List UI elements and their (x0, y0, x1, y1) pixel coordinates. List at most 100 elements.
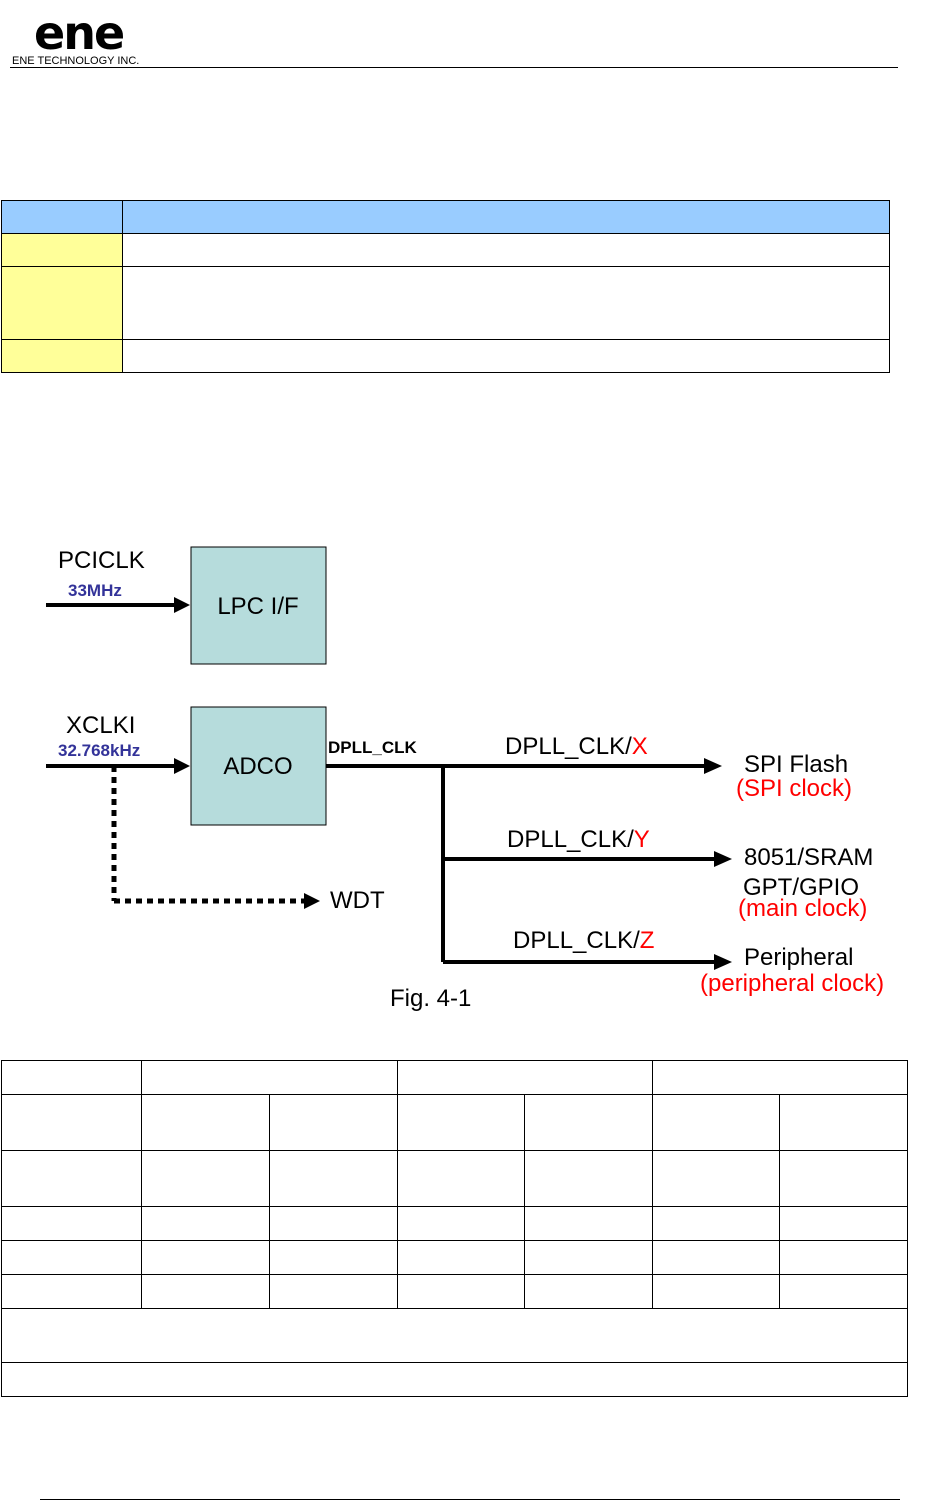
branch-x-label: DPLL_CLK/X (505, 733, 648, 760)
figure-caption: Fig. 4-1 (390, 985, 471, 1012)
table-cell (1, 1150, 142, 1207)
table-cell (397, 1240, 525, 1275)
table-cell (1, 1094, 142, 1151)
table-cell (397, 1206, 525, 1241)
pciclk-arrowhead (174, 597, 190, 613)
table-cell (524, 1240, 653, 1275)
branch-y-arrowhead (714, 851, 732, 867)
table-cell (779, 1094, 908, 1151)
branch-z-divisor: Z (640, 927, 655, 954)
table-cell (122, 266, 890, 340)
table-row (1, 1094, 908, 1151)
main-clock-label: (main clock) (738, 895, 867, 922)
table-cell (524, 1206, 653, 1241)
table-cell (1, 1206, 142, 1241)
table-cell (1, 339, 123, 373)
table-cell (141, 1094, 270, 1151)
table-cell (1, 233, 123, 267)
table-row (1, 1150, 908, 1207)
table-row (1, 1308, 908, 1363)
table-cell (779, 1240, 908, 1275)
branch-y-label: DPLL_CLK/Y (507, 826, 650, 853)
pciclk-frequency: 33MHz (68, 581, 122, 600)
lpc-block (190, 546, 327, 665)
dpll-clk-label: DPLL_CLK (328, 738, 418, 757)
table-cell (269, 1240, 398, 1275)
peripheral-label: Peripheral (744, 944, 853, 971)
table-cell (524, 1150, 653, 1207)
table-cell (397, 1094, 525, 1151)
company-name: ENE TECHNOLOGY INC. (12, 55, 140, 67)
table-row (1, 266, 890, 340)
table-cell (652, 1274, 780, 1309)
table-cell (141, 1206, 270, 1241)
table-cell (1, 1240, 142, 1275)
table-cell (524, 1094, 653, 1151)
branch-y-divisor: Y (634, 826, 650, 853)
table-cell (779, 1150, 908, 1207)
branch-x-prefix: DPLL_CLK/ (505, 733, 632, 760)
table-cell (269, 1206, 398, 1241)
xclki-label: XCLKI (66, 712, 135, 739)
table-cell (141, 1150, 270, 1207)
table-row (1, 1274, 908, 1309)
table-cell (524, 1274, 653, 1309)
clock-table (1, 1060, 908, 1397)
table-header-row (1, 1060, 908, 1095)
table-cell (141, 1060, 398, 1095)
branch-y-prefix: DPLL_CLK/ (507, 826, 634, 853)
adco-block (190, 706, 327, 826)
lpc-label: LPC I/F (217, 593, 298, 620)
branch-x-divisor: X (632, 733, 648, 760)
table-row (1, 1362, 908, 1397)
table-cell (1, 1274, 142, 1309)
xclki-frequency: 32.768kHz (58, 741, 140, 760)
table-cell (269, 1094, 398, 1151)
logo-mark: ene (34, 6, 125, 60)
spi-clock-label: (SPI clock) (736, 775, 852, 802)
table-cell (397, 1060, 653, 1095)
table-cell (1, 1308, 908, 1363)
table-cell (1, 200, 123, 234)
table-row (1, 339, 890, 373)
register-table (1, 200, 890, 373)
table-cell (1, 1362, 908, 1397)
table-cell (122, 339, 890, 373)
table-cell (779, 1206, 908, 1241)
table-header-row (1, 200, 890, 234)
table-cell (1, 1060, 142, 1095)
table-cell (122, 233, 890, 267)
adco-label: ADCO (223, 753, 292, 780)
branch-z-arrowhead (714, 954, 732, 970)
footer-divider (40, 1499, 900, 1500)
table-cell (397, 1274, 525, 1309)
header-divider (10, 67, 898, 68)
pciclk-label: PCICLK (58, 547, 145, 574)
xclki-arrowhead (174, 758, 190, 774)
table-cell (122, 200, 890, 234)
sram-label: 8051/SRAM (744, 844, 873, 871)
gpt-gpio-label: GPT/GPIO (743, 874, 859, 901)
table-cell (779, 1274, 908, 1309)
table-cell (269, 1274, 398, 1309)
spi-flash-label: SPI Flash (744, 751, 848, 778)
table-cell (652, 1240, 780, 1275)
branch-z-prefix: DPLL_CLK/ (513, 927, 640, 954)
company-logo: ene ENE TECHNOLOGY INC. (10, 8, 170, 68)
branch-x-arrowhead (704, 758, 722, 774)
wdt-arrowhead (304, 893, 320, 909)
table-cell (141, 1240, 270, 1275)
table-cell (652, 1060, 908, 1095)
table-row (1, 233, 890, 267)
wdt-label: WDT (330, 887, 385, 914)
table-cell (652, 1094, 780, 1151)
table-row (1, 1240, 908, 1275)
clock-diagram: PCICLK 33MHz LPC I/F XCLKI 32.768kHz ADC… (46, 546, 884, 1012)
branch-z-label: DPLL_CLK/Z (513, 927, 654, 954)
table-row (1, 1206, 908, 1241)
table-cell (652, 1150, 780, 1207)
table-cell (141, 1274, 270, 1309)
table-cell (397, 1150, 525, 1207)
peripheral-clock-label: (peripheral clock) (700, 970, 884, 997)
table-cell (269, 1150, 398, 1207)
